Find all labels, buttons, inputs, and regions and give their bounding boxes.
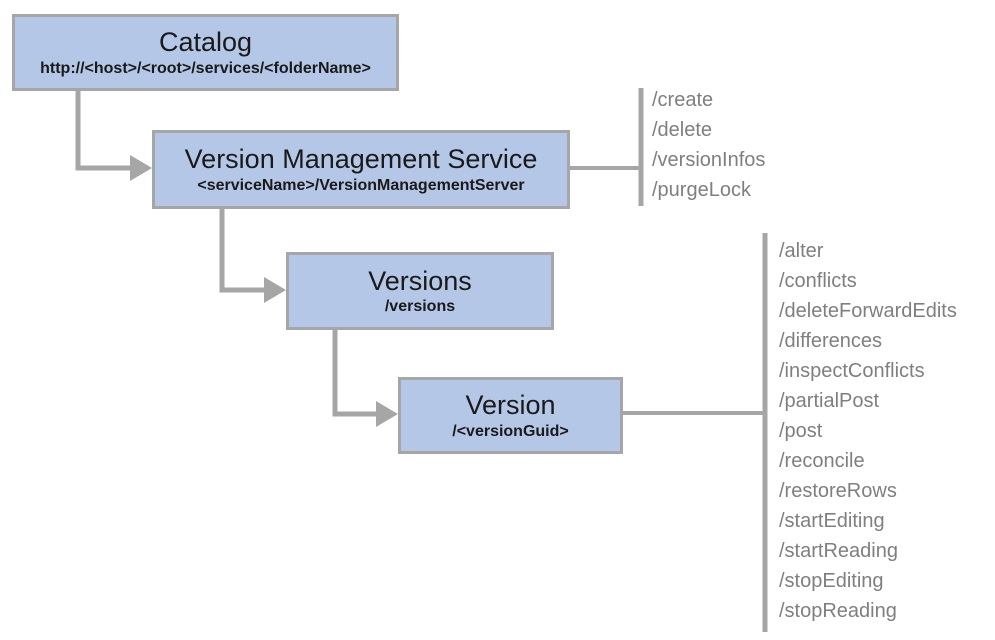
node-url-pattern: <serviceName>/VersionManagementServer xyxy=(197,176,525,194)
arrowhead-versions xyxy=(264,277,286,303)
op-item: /restoreRows xyxy=(779,480,897,502)
node-version: Version /<versionGuid> xyxy=(398,377,623,454)
node-title: Versions xyxy=(368,265,472,296)
op-item: /partialPost xyxy=(779,390,880,412)
node-title: Catalog xyxy=(158,27,253,58)
connector-catalog-to-vms xyxy=(75,91,132,171)
op-item: /purgeLock xyxy=(652,179,751,201)
ops-list-version-management-service: /create /delete /versionInfos /purgeLock xyxy=(652,85,765,205)
op-item: /differences xyxy=(779,330,883,352)
op-item: /alter xyxy=(779,240,824,262)
op-item: /deleteForwardEdits xyxy=(779,300,957,322)
node-title: Version xyxy=(465,390,556,421)
node-url-pattern: /versions xyxy=(384,298,456,316)
connector-versions-to-version xyxy=(332,330,378,417)
op-item: /versionInfos xyxy=(652,149,766,171)
node-version-management-service: Version Management Service <serviceName>… xyxy=(152,130,570,209)
op-item: /post xyxy=(779,420,823,442)
connector-vms-to-versions xyxy=(219,209,266,293)
arrowhead-vms xyxy=(130,155,152,181)
op-item: /stopReading xyxy=(779,600,897,622)
op-item: /reconcile xyxy=(779,450,865,472)
node-title: Version Management Service xyxy=(184,144,538,175)
op-item: /create xyxy=(652,89,714,111)
node-versions: Versions /versions xyxy=(286,252,554,330)
op-item: /delete xyxy=(652,119,713,141)
op-item: /startEditing xyxy=(779,510,885,532)
ops-list-version: /alter /conflicts /deleteForwardEdits /d… xyxy=(779,236,957,626)
node-url-pattern: http://<host>/<root>/services/<folderNam… xyxy=(40,59,371,77)
node-catalog: Catalog http://<host>/<root>/services/<f… xyxy=(12,14,399,91)
op-item: /conflicts xyxy=(779,270,857,292)
op-item: /startReading xyxy=(779,540,898,562)
arrowhead-version xyxy=(376,401,398,427)
op-item: /inspectConflicts xyxy=(779,360,925,382)
op-item: /stopEditing xyxy=(779,570,884,592)
node-url-pattern: /<versionGuid> xyxy=(452,422,569,440)
